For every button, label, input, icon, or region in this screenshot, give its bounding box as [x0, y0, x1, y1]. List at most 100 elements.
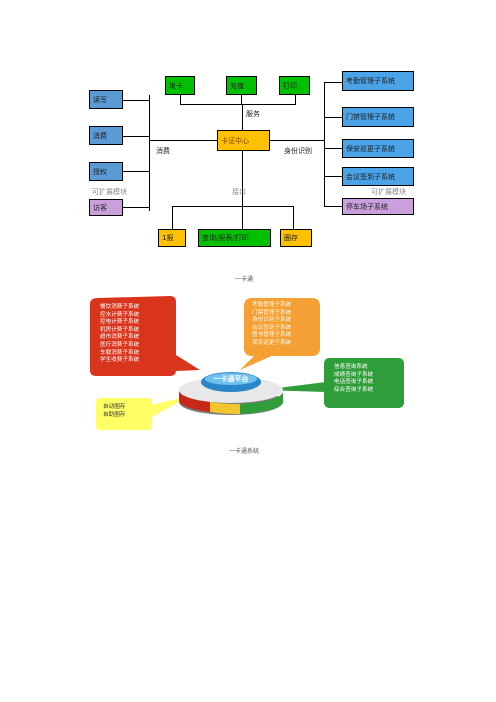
read-write-box: 读写	[89, 90, 123, 109]
connector	[123, 100, 149, 101]
connector	[172, 206, 293, 207]
connector	[149, 140, 217, 141]
visitor-box: 访客	[89, 199, 123, 216]
card-center-box: 卡证中心	[217, 130, 270, 151]
list-item: 门禁管理子系统	[252, 309, 292, 316]
top-bubble-shape	[244, 298, 320, 356]
caption-one: 一卡通	[235, 276, 254, 283]
attendance-label: 考勤管理子系统	[346, 77, 395, 85]
connector	[293, 206, 294, 229]
connector	[123, 207, 149, 208]
list-item: 电话查询子系统	[334, 379, 374, 386]
connector	[270, 140, 324, 141]
access-control-box: 门禁管理子系统	[342, 107, 414, 127]
bottom-bubble-list: 自动圈存 自助圈存	[103, 404, 125, 419]
list-item: 自动圈存	[103, 404, 126, 410]
connector	[324, 148, 342, 149]
list-item: 学生收费子系统	[100, 357, 140, 364]
read-write-label: 读写	[93, 95, 107, 104]
list-item: 会议签到子系统	[252, 324, 292, 331]
parking-label: 停车场子系统	[346, 202, 388, 211]
connector	[324, 176, 342, 177]
consumption-label: 消费	[156, 147, 170, 155]
caption-two: 一卡通系统	[229, 448, 260, 455]
connector	[172, 206, 173, 229]
connector	[242, 151, 243, 206]
connector	[324, 82, 325, 207]
list-item: 餐饮消费子系统	[100, 304, 140, 310]
list-item: 机房计费子系统	[100, 326, 140, 333]
report-label: 1报	[162, 234, 174, 242]
right-bubble-shape	[324, 358, 404, 408]
connector	[324, 117, 342, 118]
consume-label: 消费	[93, 131, 107, 140]
issue-card-label: 发卡	[169, 81, 183, 90]
query-report-print-label: 查询/报表/打印	[202, 234, 249, 242]
list-item: 信息查询系统	[334, 364, 368, 370]
list-item: 保安巡更子系统	[252, 339, 292, 346]
bottom-bubble-pointer	[146, 396, 190, 418]
recharge-box: 充值	[226, 76, 257, 95]
bottom-bubble-shape	[96, 398, 152, 430]
left-extension-label: 可扩展模块	[92, 188, 127, 196]
list-item: 考勤管理子系统	[252, 302, 292, 308]
authorize-box: 授权	[89, 162, 123, 181]
list-item: 综合查询子系统	[334, 386, 374, 393]
recharge-label: 充值	[230, 81, 244, 90]
query-report-print-box: 查询/报表/打印	[198, 229, 271, 247]
right-extension-label: 可扩展模块	[371, 188, 406, 196]
connector	[295, 95, 296, 104]
parking-box: 停车场子系统	[342, 198, 414, 215]
platform-graphic	[90, 296, 404, 430]
left-bubble-pointer	[150, 350, 200, 372]
attendance-box: 考勤管理子系统	[342, 71, 414, 91]
right-bubble-list: 信息查询系统 成绩查询子系统 电话查询子系统 综合查询子系统	[334, 364, 373, 394]
print-box: 打印	[279, 76, 310, 95]
connector	[241, 95, 242, 104]
list-item: 超市消费子系统	[100, 334, 140, 341]
meeting-signin-label: 会议签到子系统	[346, 172, 395, 181]
service-label: 服务	[246, 110, 260, 118]
list-item: 控水计费子系统	[100, 311, 140, 318]
report-box: 1报	[158, 229, 186, 247]
platform-label: 一卡通平台	[213, 375, 249, 383]
list-item: 自助圈存	[103, 411, 126, 418]
issue-card-box: 发卡	[165, 76, 195, 95]
left-bubble-shape	[90, 296, 176, 376]
connector	[242, 104, 243, 130]
print-label: 打印	[283, 81, 297, 90]
top-bubble-pointer	[240, 352, 276, 370]
authorize-label: 授权	[93, 167, 107, 176]
list-item: 控电计费子系统	[100, 319, 140, 326]
left-bubble-list: 餐饮消费子系统 控水计费子系统 控电计费子系统 机房计费子系统 超市消费子系统 …	[100, 304, 139, 365]
connector	[242, 206, 243, 229]
platform-ring-yellow	[210, 402, 240, 415]
list-item: 成绩查询子系统	[334, 371, 374, 378]
list-item: 身份识别子系统	[252, 317, 292, 324]
connector	[324, 206, 342, 207]
connector	[324, 82, 342, 83]
diagram-one: 发卡 充值 打印 读写 消费 授权 访客 卡证中心 考勤管理子系统 门禁管理子系…	[0, 0, 496, 290]
consume-box: 消费	[89, 126, 123, 145]
transfer-box: 圈存	[280, 229, 312, 247]
connector	[149, 95, 150, 211]
platform-disc-highlight	[205, 373, 257, 385]
patrol-box: 保安巡更子系统	[342, 139, 414, 158]
diagram-two: 餐饮消费子系统 控水计费子系统 控电计费子系统 机房计费子系统 超市消费子系统 …	[0, 290, 496, 470]
list-item: 车载消费子系统	[100, 349, 140, 356]
platform-ring-green	[240, 390, 284, 414]
patrol-label: 保安巡更子系统	[346, 144, 395, 153]
list-item: 医疗消费子系统	[100, 341, 140, 348]
card-center-label: 卡证中心	[221, 136, 249, 145]
visitor-label: 访客	[93, 203, 107, 212]
interface-label: 接口	[232, 188, 246, 196]
identity-label: 身份识别	[284, 147, 312, 155]
connector	[123, 171, 149, 172]
meeting-signin-box: 会议签到子系统	[342, 167, 414, 186]
access-control-label: 门禁管理子系统	[346, 113, 395, 121]
list-item: 图书管理子系统	[252, 332, 292, 339]
top-bubble-list: 考勤管理子系统 门禁管理子系统 身份识别子系统 会议签到子系统 图书管理子系统 …	[252, 302, 291, 348]
transfer-label: 圈存	[284, 234, 298, 242]
connector	[123, 136, 149, 137]
connector	[180, 95, 181, 104]
